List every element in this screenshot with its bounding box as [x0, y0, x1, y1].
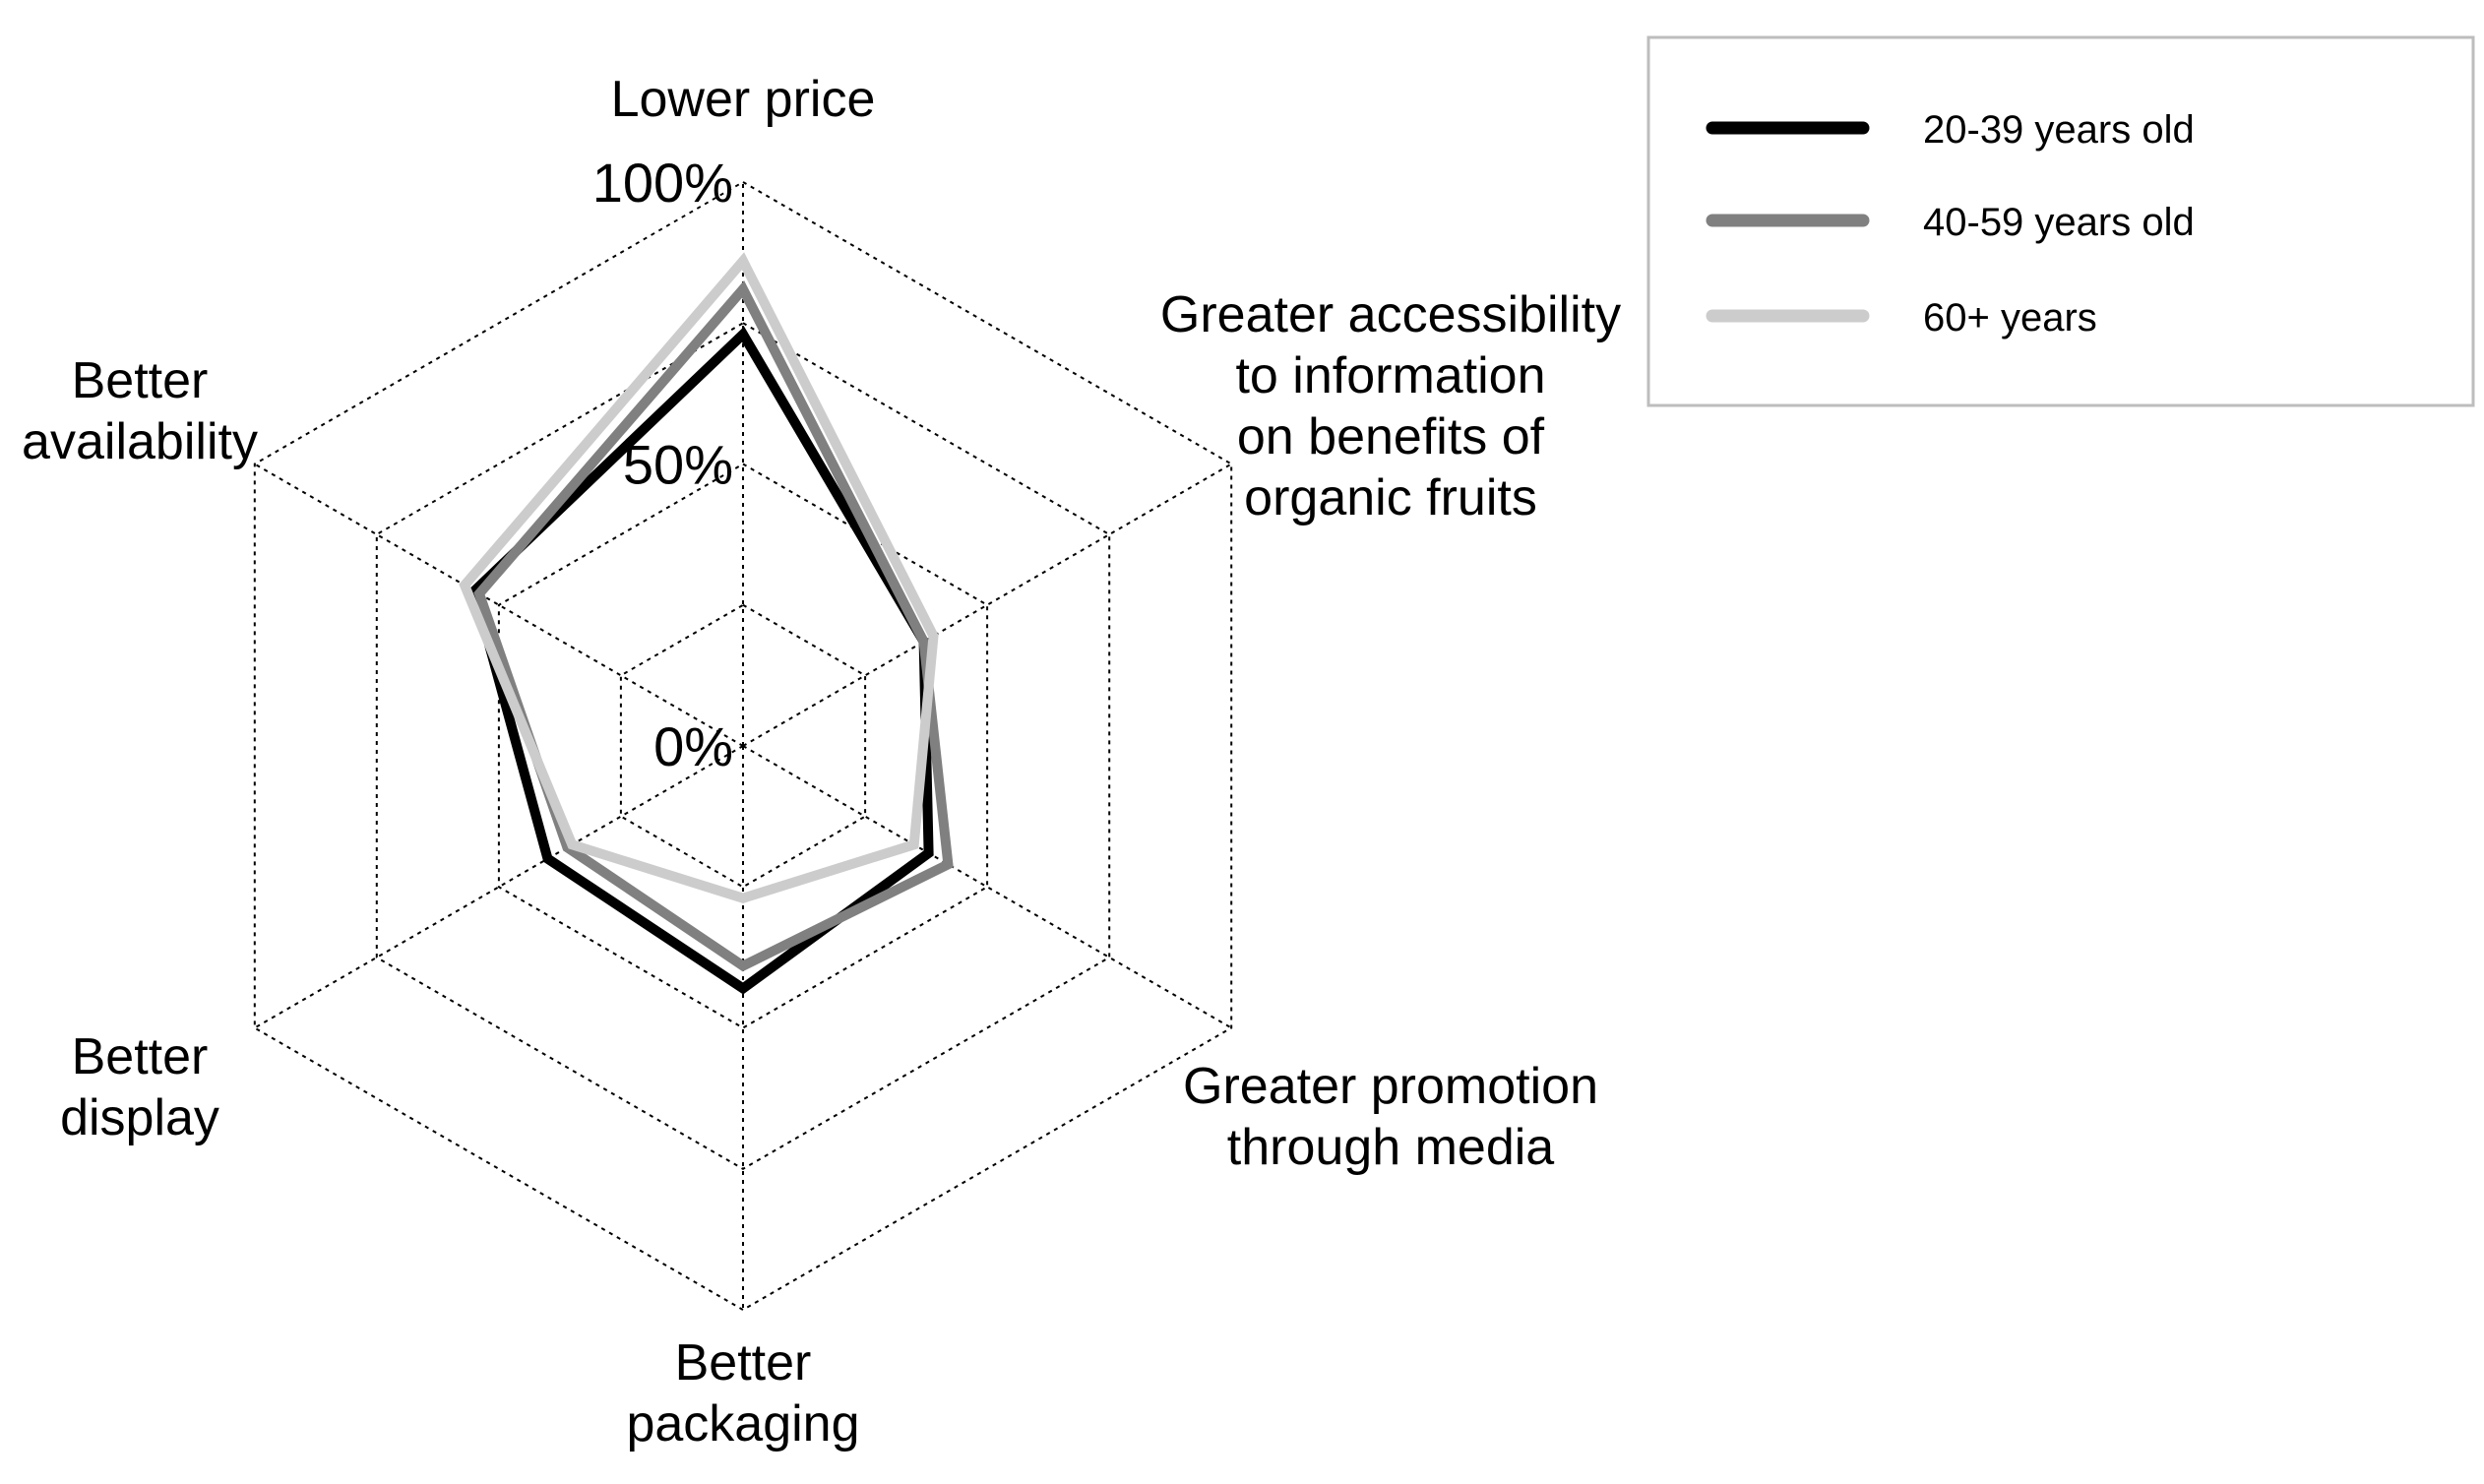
- grid-ring: [497, 463, 989, 1029]
- grid-spoke: [254, 463, 744, 747]
- grid-spoke: [742, 463, 1232, 747]
- radar-series: [459, 252, 954, 995]
- legend-label: 40-59 years old: [1923, 201, 2195, 244]
- grid-spoke: [742, 745, 1232, 1029]
- legend: 20-39 years old 40-59 years old 60+ year…: [1646, 35, 2475, 407]
- radar-grid: [253, 180, 1233, 1312]
- tick-label: 0%: [653, 715, 733, 777]
- series-line: [459, 252, 939, 903]
- tick-label: 100%: [592, 152, 733, 214]
- radial-tick-labels: 0% 50% 100%: [592, 152, 733, 777]
- series-line: [473, 280, 954, 972]
- tick-label: 50%: [623, 434, 733, 496]
- legend-label: 20-39 years old: [1923, 108, 2195, 152]
- category-label: Lower price: [611, 71, 876, 128]
- grid-ring: [253, 180, 1233, 1312]
- grid-spoke: [254, 745, 744, 1029]
- grid-ring: [375, 322, 1111, 1170]
- legend-label: 60+ years: [1923, 296, 2097, 340]
